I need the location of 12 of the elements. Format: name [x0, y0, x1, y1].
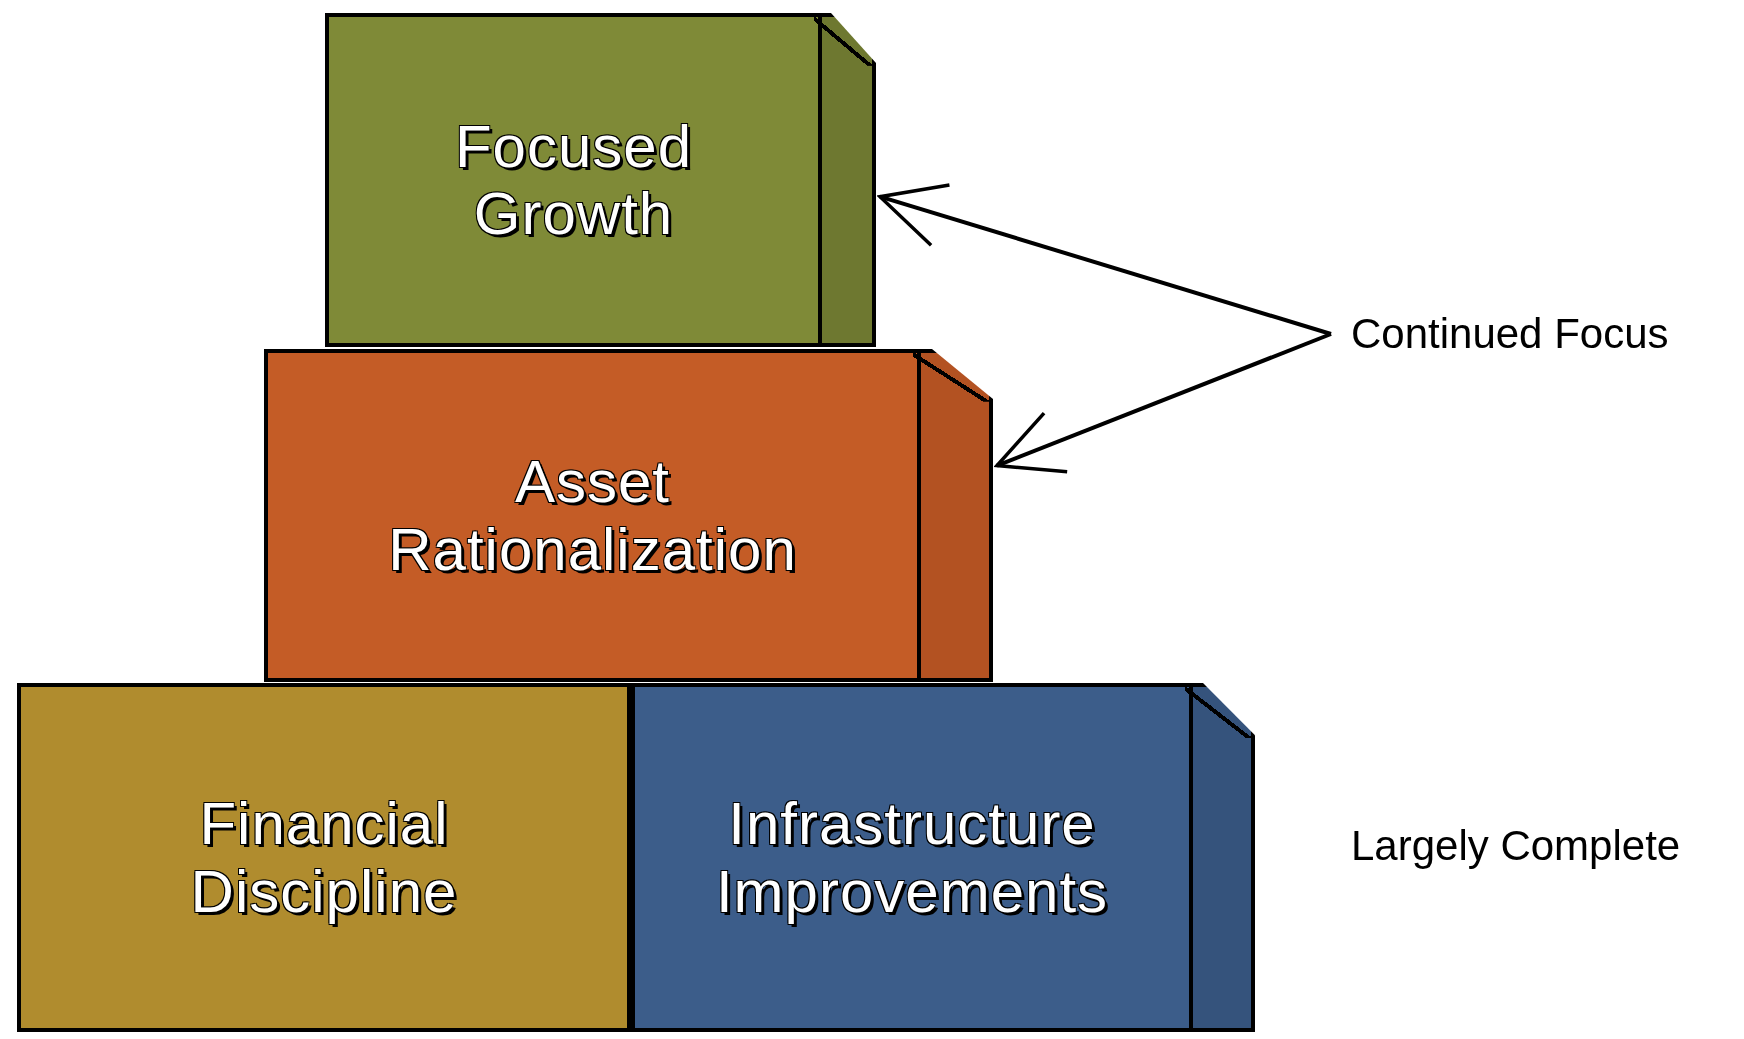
annotation-text: Largely Complete: [1351, 822, 1681, 870]
block-title: Focused Growth: [453, 112, 694, 248]
building-block: [325, 13, 876, 347]
arrow: [878, 183, 1332, 336]
building-block: [631, 683, 1255, 1032]
block-title: Financial Discipline: [189, 790, 459, 925]
annotation-text: Continued Focus: [1351, 310, 1669, 358]
building-block: [264, 349, 993, 682]
block-title: Infrastructure Improvements: [714, 790, 1110, 925]
block-title: Asset Rationalization: [387, 448, 798, 583]
building-block: [17, 683, 631, 1032]
arrow: [995, 332, 1332, 474]
